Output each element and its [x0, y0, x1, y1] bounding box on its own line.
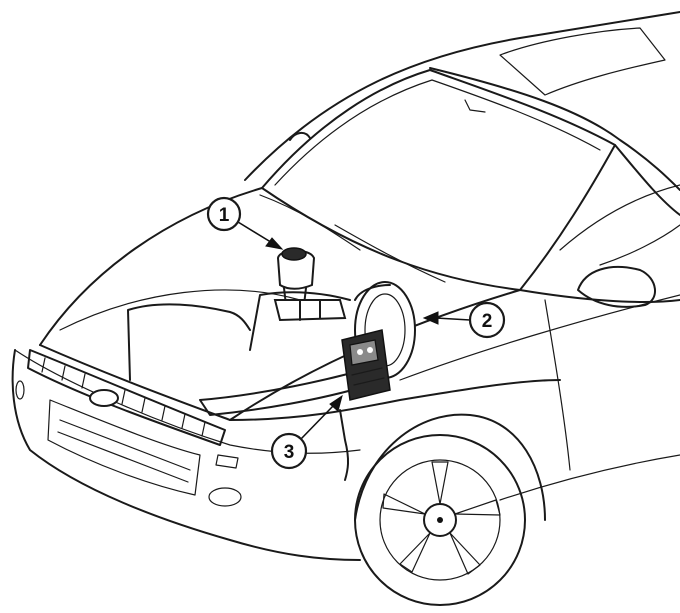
brake-pipe-main — [249, 291, 351, 351]
callout-2: 2 — [422, 301, 506, 339]
front-rim — [379, 459, 501, 581]
brake-fluid-reservoir — [276, 247, 316, 306]
wheel-spokes — [382, 461, 501, 575]
brake-pipe-rear — [599, 224, 680, 266]
wiper-left — [259, 194, 361, 251]
door-line — [519, 289, 680, 303]
door-shut-line — [544, 299, 571, 471]
callout-3: 3 — [270, 394, 343, 470]
indicator-lamp — [215, 454, 239, 469]
windscreen-inner — [274, 79, 601, 186]
front-grille — [27, 349, 226, 446]
roof-side — [429, 67, 680, 191]
intake-bars — [57, 419, 191, 483]
brake-pipe-left — [127, 303, 251, 381]
wiper-right — [334, 224, 446, 283]
grille-slats — [41, 357, 206, 437]
side-crease — [399, 294, 680, 381]
abs-hydraulic-unit — [341, 329, 391, 401]
mirror-mount — [464, 99, 486, 113]
callout-3-label: 3 — [284, 442, 295, 463]
bonnet-front — [39, 344, 231, 421]
door-mirror — [577, 265, 656, 308]
side-window — [559, 184, 680, 251]
callout-2-label: 2 — [482, 311, 493, 332]
sunroof — [499, 27, 666, 96]
roof-line — [244, 11, 680, 181]
small-lamp — [15, 380, 25, 400]
front-wing — [229, 379, 561, 421]
callout-1: 1 — [206, 196, 284, 250]
bumper-top — [14, 349, 361, 454]
bonnet-crease — [59, 289, 301, 331]
brake-pipes — [127, 224, 680, 481]
front-tyre — [354, 434, 526, 606]
front-bumper — [11, 349, 361, 561]
badge-emblem — [89, 389, 119, 407]
sill-line — [499, 454, 680, 501]
aerial-mount — [289, 132, 311, 141]
car-body — [11, 11, 680, 606]
callout-1-label: 1 — [219, 205, 230, 226]
a-pillar — [614, 144, 680, 216]
brake-pipe-right — [339, 409, 349, 481]
fog-lamp — [208, 487, 242, 507]
master-cylinder — [273, 299, 347, 322]
lower-intake — [47, 399, 201, 496]
windscreen — [261, 69, 616, 291]
